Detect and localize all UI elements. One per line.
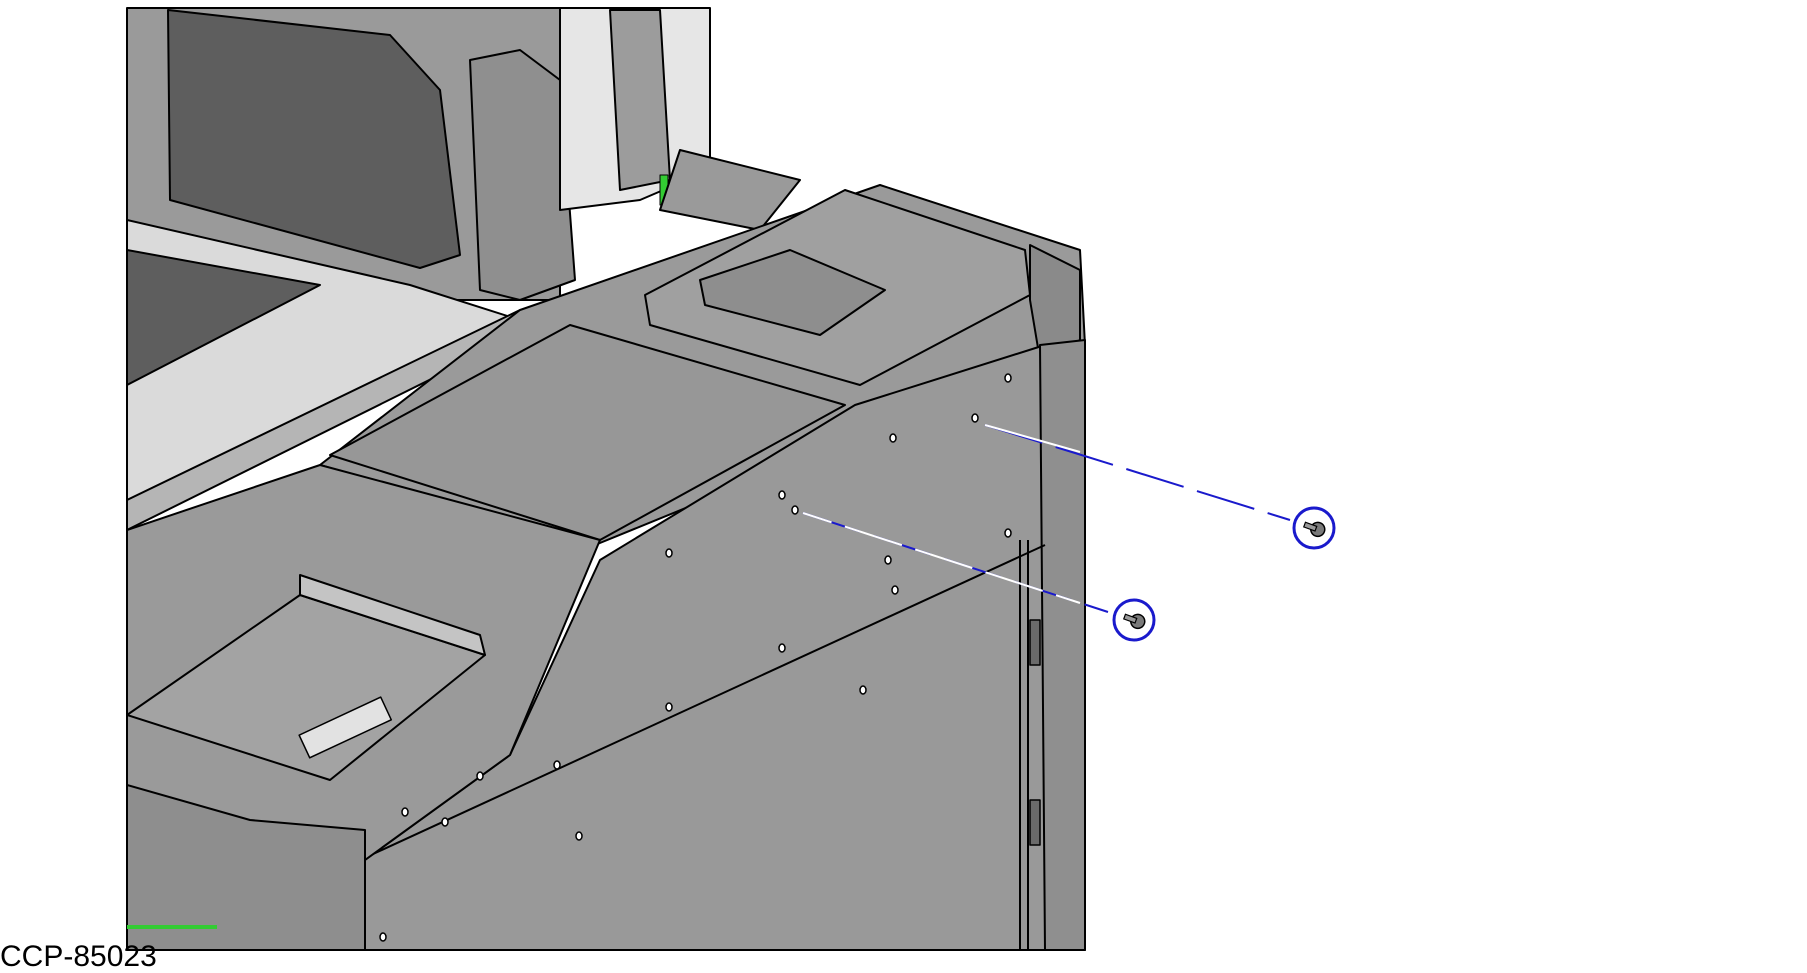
hole — [889, 433, 897, 443]
hole — [859, 685, 867, 695]
hole — [971, 413, 979, 423]
hole — [891, 585, 899, 595]
hole — [778, 643, 786, 653]
hole — [1004, 373, 1012, 383]
screw-icon — [1302, 521, 1326, 538]
front-diagonal-line — [359, 544, 1046, 861]
hole — [553, 760, 561, 770]
printer-slot — [699, 249, 886, 336]
display-bezel-right — [469, 49, 576, 301]
callout-circle-upper — [1292, 506, 1336, 550]
hole — [476, 771, 484, 781]
callout-circle-lower — [1112, 598, 1156, 642]
leader-line-lower-highlight — [802, 512, 1081, 604]
tower-ledge — [659, 149, 801, 231]
hole — [884, 555, 892, 565]
counter-left — [126, 219, 531, 531]
tower-panel — [609, 9, 671, 191]
callout-lower-screw — [802, 512, 1156, 642]
tray-label — [298, 696, 393, 759]
hole — [665, 702, 673, 712]
leader-line-upper-highlight — [984, 424, 1081, 453]
hole — [1004, 528, 1012, 538]
hole — [441, 817, 449, 827]
rear-display-unit — [126, 7, 801, 301]
hole — [665, 548, 673, 558]
latch-upper — [1029, 619, 1041, 666]
leader-line-upper — [984, 424, 1291, 521]
hole — [778, 490, 786, 500]
green-strip — [127, 925, 217, 929]
mounting-holes — [379, 373, 1012, 942]
cabinet-front — [359, 339, 1086, 951]
display-screen — [167, 9, 461, 269]
hole — [575, 831, 583, 841]
scanner-glass — [126, 249, 321, 386]
top-center-panel — [329, 324, 846, 541]
hole — [379, 932, 387, 942]
cabinet-top — [319, 184, 1086, 546]
tray-back-lip — [299, 574, 486, 656]
screw-icon — [1122, 613, 1146, 630]
lower-front-face — [126, 784, 366, 951]
drawing-number: CCP-85023 — [0, 940, 157, 973]
callout-upper-screw — [984, 424, 1336, 550]
front-right-edge — [1039, 339, 1086, 951]
hole — [401, 807, 409, 817]
latch-lower — [1029, 799, 1041, 846]
bagging-module — [126, 464, 601, 951]
hole — [791, 505, 799, 515]
